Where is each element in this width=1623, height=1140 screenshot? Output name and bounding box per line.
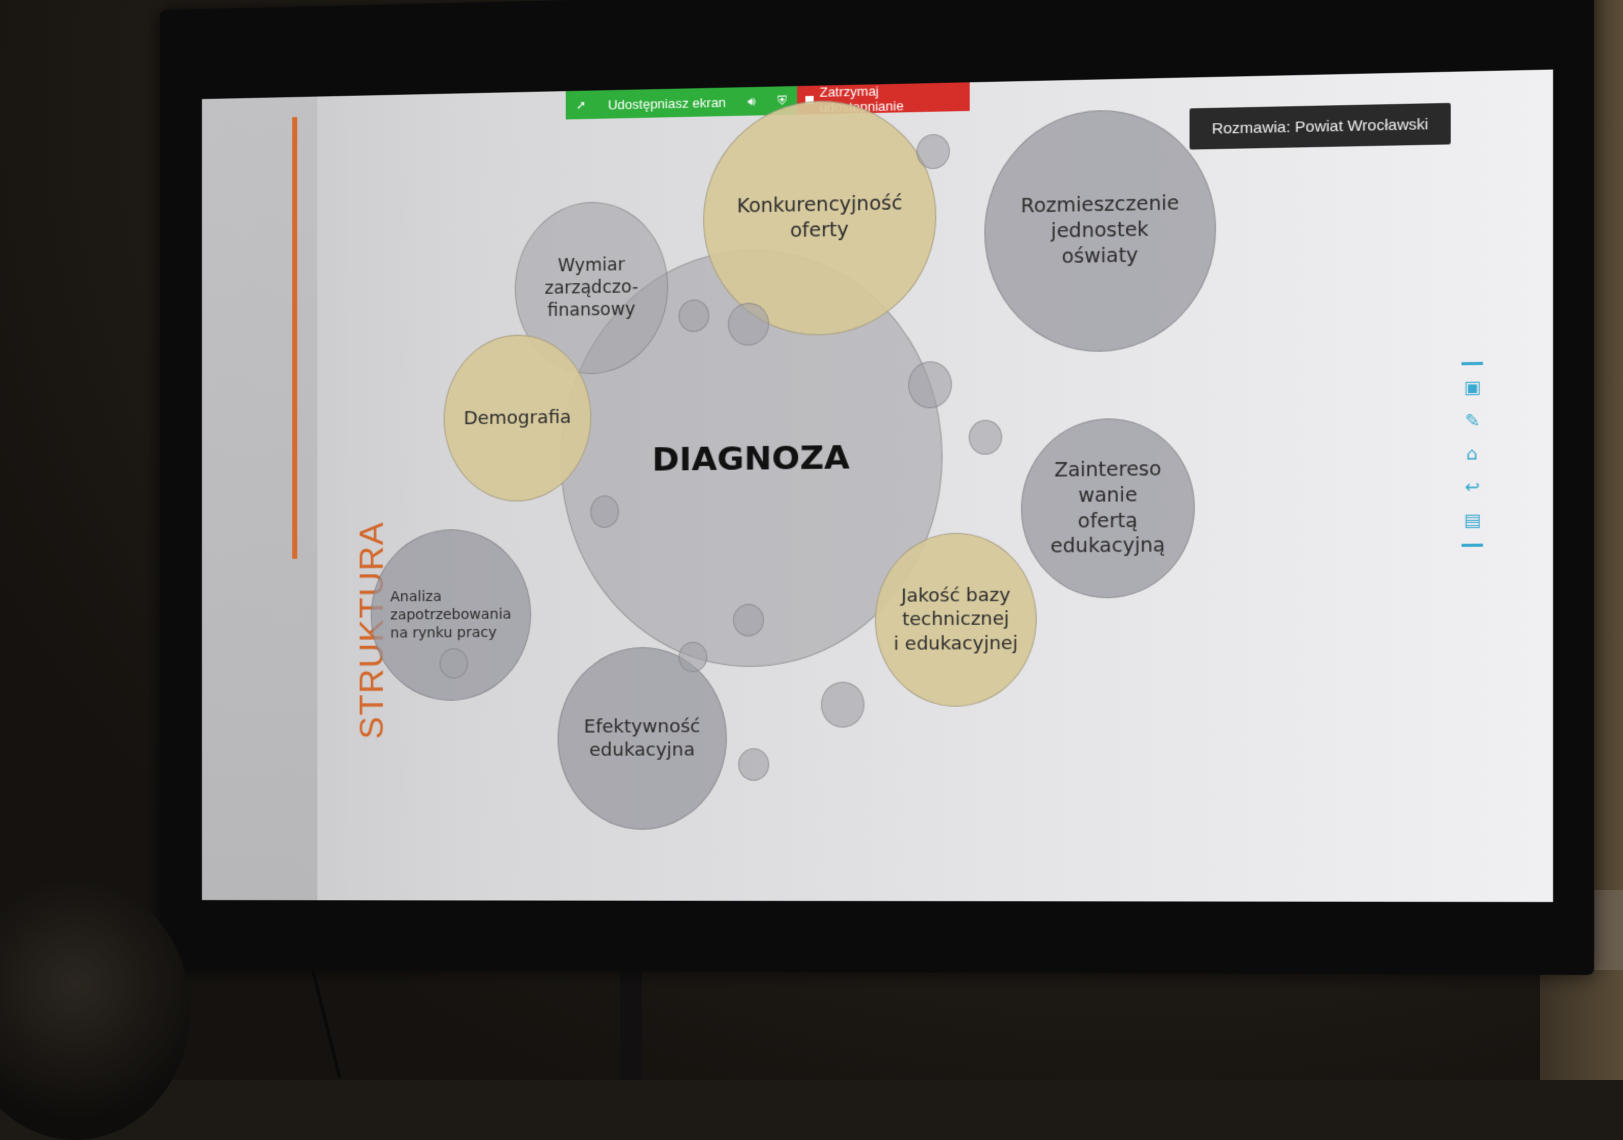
small-bubble [590,495,619,529]
small-bubble [738,748,770,781]
small-bubble [916,133,950,170]
topic-jakosc: Jakość bazy technicznej i edukacyjnej [874,532,1037,708]
small-bubble [733,603,764,637]
topic-konkurencyjnosc: Konkurencyjność oferty [703,98,937,338]
small-bubble [678,641,708,673]
audio-icon[interactable]: 🔊︎ [747,93,756,109]
topic-jakosc-label: Jakość bazy technicznej i edukacyjnej [893,584,1018,655]
topic-demografia: Demografia [443,333,592,503]
toolbar-divider [1461,361,1483,366]
share-arrow-icon: ➚ [575,97,587,113]
side-title: STRUKTURA [232,521,391,740]
sharing-label: Udostępniasz ekran [607,94,726,112]
active-speaker-label: Rozmawia: Powiat Wrocławski [1189,102,1451,150]
speaker-text: Rozmawia: Powiat Wrocławski [1211,115,1429,138]
small-bubble [968,419,1003,455]
slide-side-strip [201,96,318,901]
toolbar-divider [1461,543,1483,547]
screen: STRUKTURA ➚ Udostępniasz ekran 🔊︎ ⛨ Zatr… [201,69,1554,903]
presentation-icon[interactable]: ▤ [1463,510,1481,532]
topic-efektywnosc-label: Efektywność edukacyjna [583,715,701,761]
topic-wymiar-label: Wymiar zarządczo- finansowy [544,254,639,322]
small-bubble [820,681,865,728]
accent-line [292,117,298,559]
center-label: DIAGNOZA [652,437,850,479]
topic-rozmieszczenie-label: Rozmieszczenie jednostek oświaty [1020,192,1180,268]
topic-rozmieszczenie: Rozmieszczenie jednostek oświaty [984,107,1217,354]
small-bubble [439,648,468,679]
topic-demografia-label: Demografia [463,406,572,430]
back-arrow-icon[interactable]: ↩ [1464,477,1480,499]
right-toolbar: ▣ ✎ ⌂ ↩ ▤ [1456,361,1488,560]
home-icon[interactable]: ⌂ [1466,443,1479,465]
pen-icon[interactable]: ✎ [1464,410,1480,432]
sharing-indicator[interactable]: ➚ Udostępniasz ekran 🔊︎ ⛨ [565,86,798,120]
monitor: STRUKTURA ➚ Udostępniasz ekran 🔊︎ ⛨ Zatr… [160,0,1595,976]
topic-efektywnosc: Efektywność edukacyjna [557,646,727,830]
topic-zainteresowanie-label: Zaintereso wanie ofertą edukacyjną [1050,458,1166,558]
topic-analiza-label: Analiza zapotrzebowania na rynku pracy [390,588,512,642]
topic-zainteresowanie: Zaintereso wanie ofertą edukacyjną [1021,417,1195,599]
screen-annotate-icon[interactable]: ▣ [1463,377,1481,399]
topic-konkurencyjnosc-label: Konkurencyjność oferty [736,192,903,243]
small-bubble [908,360,952,409]
